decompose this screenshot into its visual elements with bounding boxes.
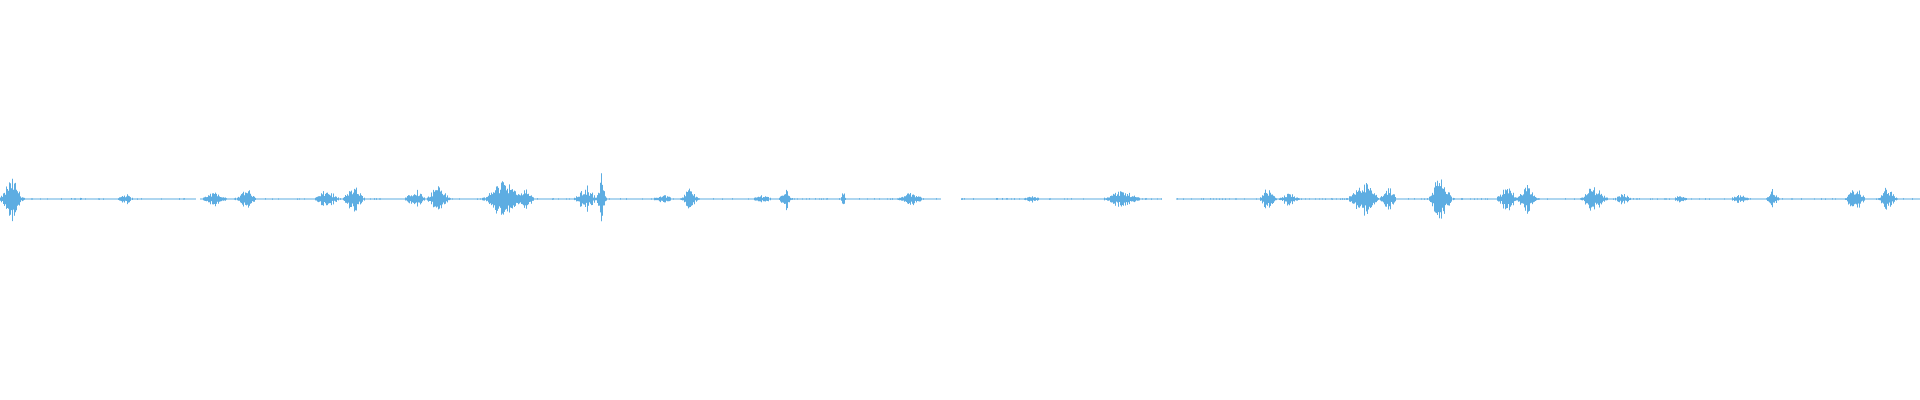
waveform-samples [0,173,1913,222]
